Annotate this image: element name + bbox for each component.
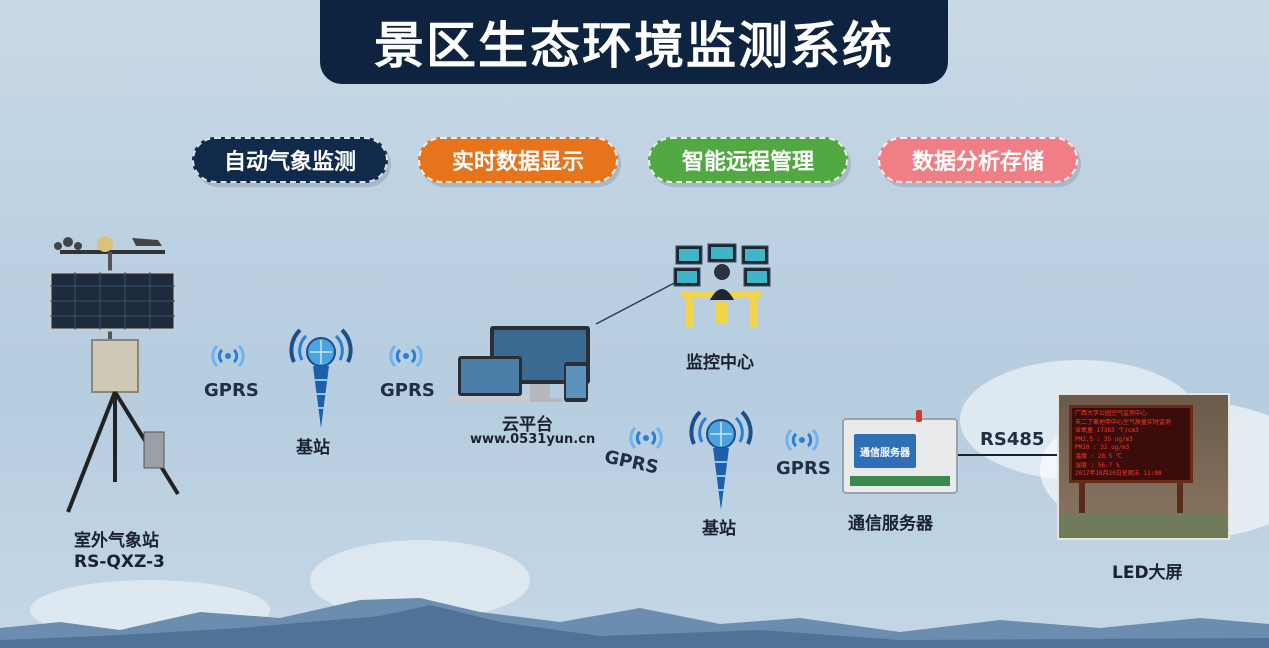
base-station-tower-icon (289, 328, 353, 428)
page-title: 景区生态环境监测系统 (374, 17, 894, 75)
led-text-line: 湿度 : 56.7 % (1075, 461, 1120, 469)
base-station-tower-icon (689, 410, 753, 510)
server-device-screen-text: 通信服务器 (860, 447, 910, 459)
cloud-platform-label: 云平台 (502, 415, 553, 435)
led-text-line: PM10 : 32 ug/m3 (1075, 444, 1130, 452)
station-name-label: 室外气象站 (74, 531, 159, 551)
feature-pill-label: 实时数据显示 (451, 150, 584, 175)
wireless-signal-icon (389, 344, 423, 368)
gprs-label-2: GPRS (380, 380, 435, 401)
led-text-line: 天二丁章地甲中心空气质量实时监测 (1075, 418, 1172, 426)
gprs-label-4: GPRS (776, 458, 831, 479)
communication-server-device: 通信服务器 (842, 410, 958, 494)
led-text-line: 广西大学公园空气监测中心 (1075, 410, 1148, 417)
base-station-label-2: 基站 (702, 519, 736, 539)
connector-line (595, 279, 681, 325)
led-text-line: PM2.5 : 35 ug/m3 (1075, 435, 1133, 443)
wireless-signal-icon (629, 426, 663, 450)
terminal-block (850, 476, 950, 486)
base-station-label-1: 基站 (296, 438, 330, 458)
feature-pill-storage: 数据分析存储 (878, 137, 1078, 183)
led-screen-photo: 广西大学公园空气监测中心天二丁章地甲中心空气质量实时监测含氧量 17383 个/… (1057, 393, 1230, 540)
feature-pill-realtime: 实时数据显示 (418, 137, 618, 183)
led-display-panel: 广西大学公园空气监测中心天二丁章地甲中心空气质量实时监测含氧量 17383 个/… (1069, 405, 1193, 483)
wireless-signal-icon (785, 428, 819, 452)
rs485-label: RS485 (980, 429, 1045, 450)
feature-pill-label: 自动气象监测 (223, 150, 356, 175)
led-text-line: 温度 : 28.5 ℃ (1075, 452, 1122, 460)
feature-pill-label: 数据分析存储 (911, 150, 1044, 175)
title-banner: 景区生态环境监测系统 (320, 0, 948, 84)
cloud-platform-url: www.0531yun.cn (470, 432, 596, 447)
communication-server-label: 通信服务器 (848, 514, 933, 534)
rs485-connector-line (958, 454, 1058, 456)
wireless-signal-icon (211, 344, 245, 368)
antenna-icon (916, 410, 922, 422)
led-text-line: 含氧量 17383 个/cm3 (1075, 427, 1139, 435)
gprs-label-1: GPRS (204, 380, 259, 401)
led-screen-label: LED大屏 (1112, 563, 1183, 583)
cloud-platform-devices-icon (450, 326, 590, 402)
feature-pill-remote: 智能远程管理 (648, 137, 848, 183)
monitoring-center-icon (673, 243, 771, 328)
feature-pill-label: 智能远程管理 (681, 150, 814, 175)
monitoring-center-label: 监控中心 (686, 353, 754, 373)
led-text-lines: 广西大学公园空气监测中心天二丁章地甲中心空气质量实时监测含氧量 17383 个/… (1075, 410, 1187, 479)
led-text-line: 2017年10月20日星期五 11:08 (1075, 470, 1162, 478)
weather-station-icon (48, 236, 180, 513)
feature-pill-weather: 自动气象监测 (192, 137, 388, 183)
station-model-label: RS-QXZ-3 (74, 552, 165, 572)
